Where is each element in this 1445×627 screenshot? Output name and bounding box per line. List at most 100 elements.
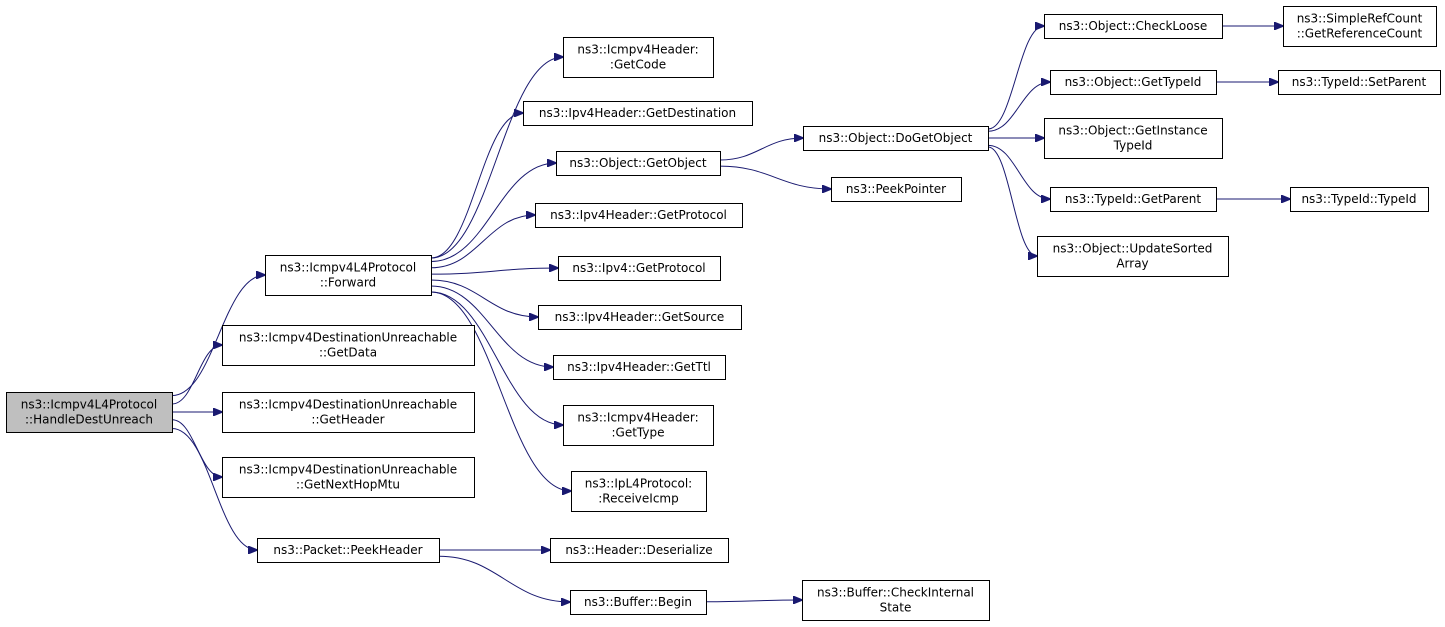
node-otypeid[interactable]: ns3::Object::GetTypeId <box>1050 70 1217 95</box>
node-label: ns3::Icmpv4DestinationUnreachable <box>239 463 457 477</box>
node-label: ns3::Ipv4Header::GetSource <box>555 310 725 324</box>
node-gdata[interactable]: ns3::Icmpv4DestinationUnreachable::GetDa… <box>222 325 475 366</box>
edge-root-to-gdata <box>171 345 222 405</box>
node-box <box>265 255 432 296</box>
node-label: ns3::Icmpv4DestinationUnreachable <box>239 331 457 345</box>
node-label: ns3::SimpleRefCount <box>1297 12 1423 26</box>
node-label: ::GetReferenceCount <box>1297 27 1423 41</box>
edge-fwd-to-gttl <box>430 285 553 367</box>
edge-root-to-peekhdr <box>171 428 257 550</box>
node-label: ns3::Icmpv4Header: <box>577 411 698 425</box>
node-label: :GetCode <box>610 58 666 72</box>
node-gsrc[interactable]: ns3::Ipv4Header::GetSource <box>538 305 742 330</box>
edge-fwd-to-gsrc <box>430 279 538 317</box>
node-label: ns3::Header::Deserialize <box>565 543 712 557</box>
node-label: ns3::Icmpv4L4Protocol <box>21 398 157 412</box>
node-gttl[interactable]: ns3::Ipv4Header::GetTtl <box>553 355 726 380</box>
node-label: ::GetNextHopMtu <box>296 478 400 492</box>
edge-root-to-fwd <box>171 275 265 397</box>
node-box <box>1044 118 1223 159</box>
node-gproto4h[interactable]: ns3::Ipv4Header::GetProtocol <box>535 203 743 228</box>
edge-fwd-to-gcode <box>430 57 563 259</box>
node-label: ns3::Buffer::CheckInternal <box>817 586 974 600</box>
edge-gobj-to-doget <box>719 138 803 161</box>
node-label: ns3::Ipv4Header::GetDestination <box>539 106 736 120</box>
node-gtype[interactable]: ns3::Icmpv4Header::GetType <box>563 405 714 446</box>
node-label: ns3::Ipv4Header::GetTtl <box>567 360 711 374</box>
node-bbegin[interactable]: ns3::Buffer::Begin <box>570 590 707 615</box>
node-label: :ReceiveIcmp <box>598 492 678 506</box>
node-gmtu[interactable]: ns3::Icmpv4DestinationUnreachable::GetNe… <box>222 457 475 498</box>
node-chkloose[interactable]: ns3::Object::CheckLoose <box>1044 14 1223 39</box>
node-box <box>222 457 475 498</box>
node-label: :GetType <box>612 426 665 440</box>
node-box <box>556 151 721 176</box>
node-label: ns3::Object::UpdateSorted <box>1053 242 1213 256</box>
node-label: State <box>880 601 912 615</box>
node-label: ns3::Object::DoGetObject <box>819 131 973 145</box>
node-tid[interactable]: ns3::TypeId::TypeId <box>1290 187 1429 212</box>
node-box <box>1050 187 1217 212</box>
node-box <box>831 177 962 202</box>
node-label: ns3::Buffer::Begin <box>584 595 692 609</box>
node-box <box>570 590 707 615</box>
node-box <box>535 203 743 228</box>
edge-fwd-to-gobj <box>430 163 556 263</box>
node-label: ns3::Object::GetObject <box>569 156 707 170</box>
node-label: ns3::Object::GetInstance <box>1058 124 1207 138</box>
node-label: ns3::Object::CheckLoose <box>1059 19 1207 33</box>
node-box <box>553 355 726 380</box>
node-box <box>1278 70 1441 95</box>
node-label: ns3::TypeId::SetParent <box>1292 75 1427 89</box>
edge-fwd-to-gtype <box>430 291 563 425</box>
node-box <box>1037 236 1229 277</box>
node-gdest[interactable]: ns3::Ipv4Header::GetDestination <box>523 101 753 126</box>
node-fwd[interactable]: ns3::Icmpv4L4Protocol::Forward <box>265 255 432 296</box>
node-box <box>802 580 990 621</box>
node-srefcnt[interactable]: ns3::SimpleRefCount::GetReferenceCount <box>1283 6 1437 47</box>
node-label: ns3::IpL4Protocol: <box>585 477 692 491</box>
node-label: ns3::Packet::PeekHeader <box>273 543 422 557</box>
node-box <box>803 126 989 151</box>
node-box <box>6 392 173 433</box>
node-box <box>257 538 440 563</box>
node-ghdr[interactable]: ns3::Icmpv4DestinationUnreachable::GetHe… <box>222 392 475 433</box>
node-box <box>222 392 475 433</box>
edge-doget-to-tparent <box>987 144 1050 199</box>
node-box <box>558 256 721 281</box>
node-label: ns3::TypeId::TypeId <box>1301 192 1416 206</box>
node-box <box>550 538 729 563</box>
node-box <box>1050 70 1217 95</box>
node-label: ns3::Object::GetTypeId <box>1065 75 1202 89</box>
node-root[interactable]: ns3::Icmpv4L4Protocol::HandleDestUnreach <box>6 392 173 433</box>
node-doget[interactable]: ns3::Object::DoGetObject <box>803 126 989 151</box>
node-gproto4[interactable]: ns3::Ipv4::GetProtocol <box>558 256 721 281</box>
node-label: ns3::Icmpv4L4Protocol <box>280 261 416 275</box>
node-peekhdr[interactable]: ns3::Packet::PeekHeader <box>257 538 440 563</box>
node-box <box>563 405 714 446</box>
node-box <box>1044 14 1223 39</box>
node-gobj[interactable]: ns3::Object::GetObject <box>556 151 721 176</box>
edge-fwd-to-gproto4 <box>430 268 558 275</box>
node-label: ns3::PeekPointer <box>846 182 946 196</box>
node-box <box>523 101 753 126</box>
edge-layer <box>171 26 1290 602</box>
node-deser[interactable]: ns3::Header::Deserialize <box>550 538 729 563</box>
node-box <box>222 325 475 366</box>
node-label: TypeId <box>1113 139 1153 153</box>
edge-doget-to-chkloose <box>987 26 1044 130</box>
node-recv[interactable]: ns3::IpL4Protocol::ReceiveIcmp <box>571 471 707 512</box>
node-peekptr[interactable]: ns3::PeekPointer <box>831 177 962 202</box>
edge-fwd-to-recv <box>430 291 571 491</box>
node-tparent[interactable]: ns3::TypeId::GetParent <box>1050 187 1217 212</box>
edge-fwd-to-gdest <box>430 113 523 259</box>
node-box <box>1283 6 1437 47</box>
node-label: ns3::Ipv4::GetProtocol <box>572 261 705 275</box>
node-setpar[interactable]: ns3::TypeId::SetParent <box>1278 70 1441 95</box>
edge-peekhdr-to-bbegin <box>438 555 570 602</box>
edge-doget-to-otypeid <box>987 82 1050 132</box>
node-gcode[interactable]: ns3::Icmpv4Header::GetCode <box>563 37 714 78</box>
